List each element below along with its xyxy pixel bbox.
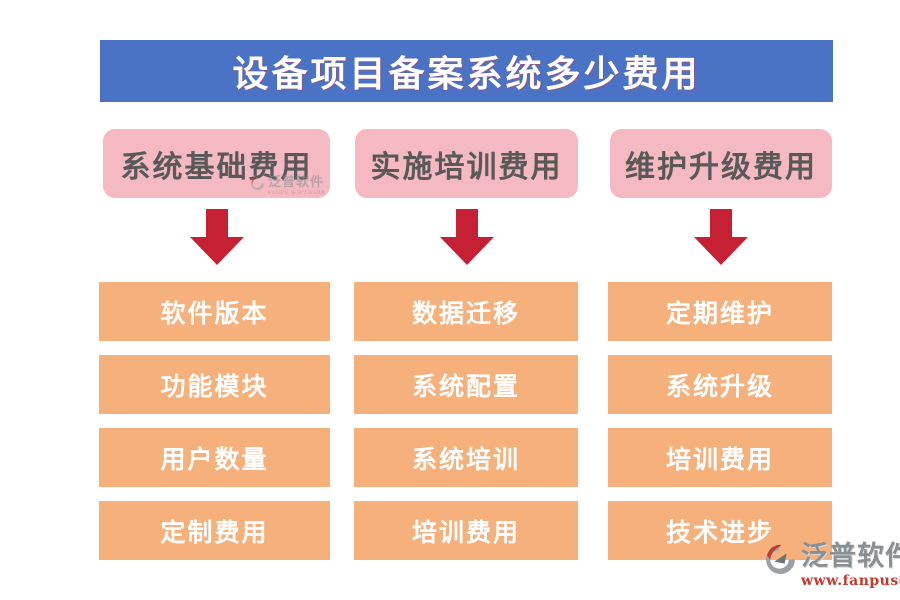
item-box-training-cost: 培训费用	[608, 428, 832, 487]
item-box-technical-progress: 技术进步	[608, 501, 832, 560]
item-label: 功能模块	[160, 371, 269, 401]
watermark-brand: 泛普软件	[268, 175, 325, 190]
category-header-basic-cost: 系统基础费用	[103, 129, 330, 198]
item-label: 定期维护	[665, 298, 774, 328]
item-box-system-upgrade: 系统升级	[608, 355, 832, 414]
item-box-function-modules: 功能模块	[99, 355, 330, 414]
item-label: 系统升级	[665, 371, 774, 401]
item-box-system-training: 系统培训	[354, 428, 578, 487]
item-box-customization-cost: 定制费用	[99, 501, 330, 560]
item-label: 系统培训	[411, 444, 520, 474]
item-box-system-configuration: 系统配置	[354, 355, 578, 414]
category-header-label: 实施培训费用	[370, 149, 563, 185]
item-box-data-migration: 数据迁移	[354, 282, 578, 341]
item-box-training-cost: 培训费用	[354, 501, 578, 560]
item-label: 用户数量	[160, 444, 269, 474]
page-title: 设备项目备案系统多少费用	[232, 53, 701, 95]
down-arrow-icon	[440, 209, 494, 265]
item-label: 培训费用	[665, 444, 774, 474]
category-header-label: 系统基础费用	[120, 149, 313, 185]
down-arrow-icon	[694, 209, 748, 265]
down-arrow-icon	[190, 209, 244, 265]
fanpu-logo-icon	[764, 543, 797, 576]
fanpu-logo-icon	[250, 176, 265, 191]
footer-brand-name: 泛普软件	[801, 541, 900, 572]
item-label: 数据迁移	[411, 298, 520, 328]
item-label: 技术进步	[665, 517, 774, 547]
category-header-label: 维护升级费用	[625, 149, 817, 185]
watermark-subtext: FANPU SOFTWARE	[268, 190, 326, 196]
category-header-implementation-cost: 实施培训费用	[355, 129, 578, 198]
item-box-software-version: 软件版本	[99, 282, 330, 341]
item-box-regular-maintenance: 定期维护	[608, 282, 832, 341]
item-label: 定制费用	[160, 517, 269, 547]
title-banner: 设备项目备案系统多少费用	[100, 40, 833, 102]
footer-brand: 泛普软件 www.fanpusoft.com	[764, 543, 900, 588]
item-label: 培训费用	[411, 517, 520, 547]
item-label: 软件版本	[160, 298, 269, 328]
item-box-user-count: 用户数量	[99, 428, 330, 487]
footer-website: www.fanpusoft.com	[801, 573, 900, 589]
item-label: 系统配置	[411, 371, 520, 401]
category-header-maintenance-cost: 维护升级费用	[610, 129, 832, 198]
watermark: 泛普软件 FANPU SOFTWARE	[250, 176, 325, 196]
